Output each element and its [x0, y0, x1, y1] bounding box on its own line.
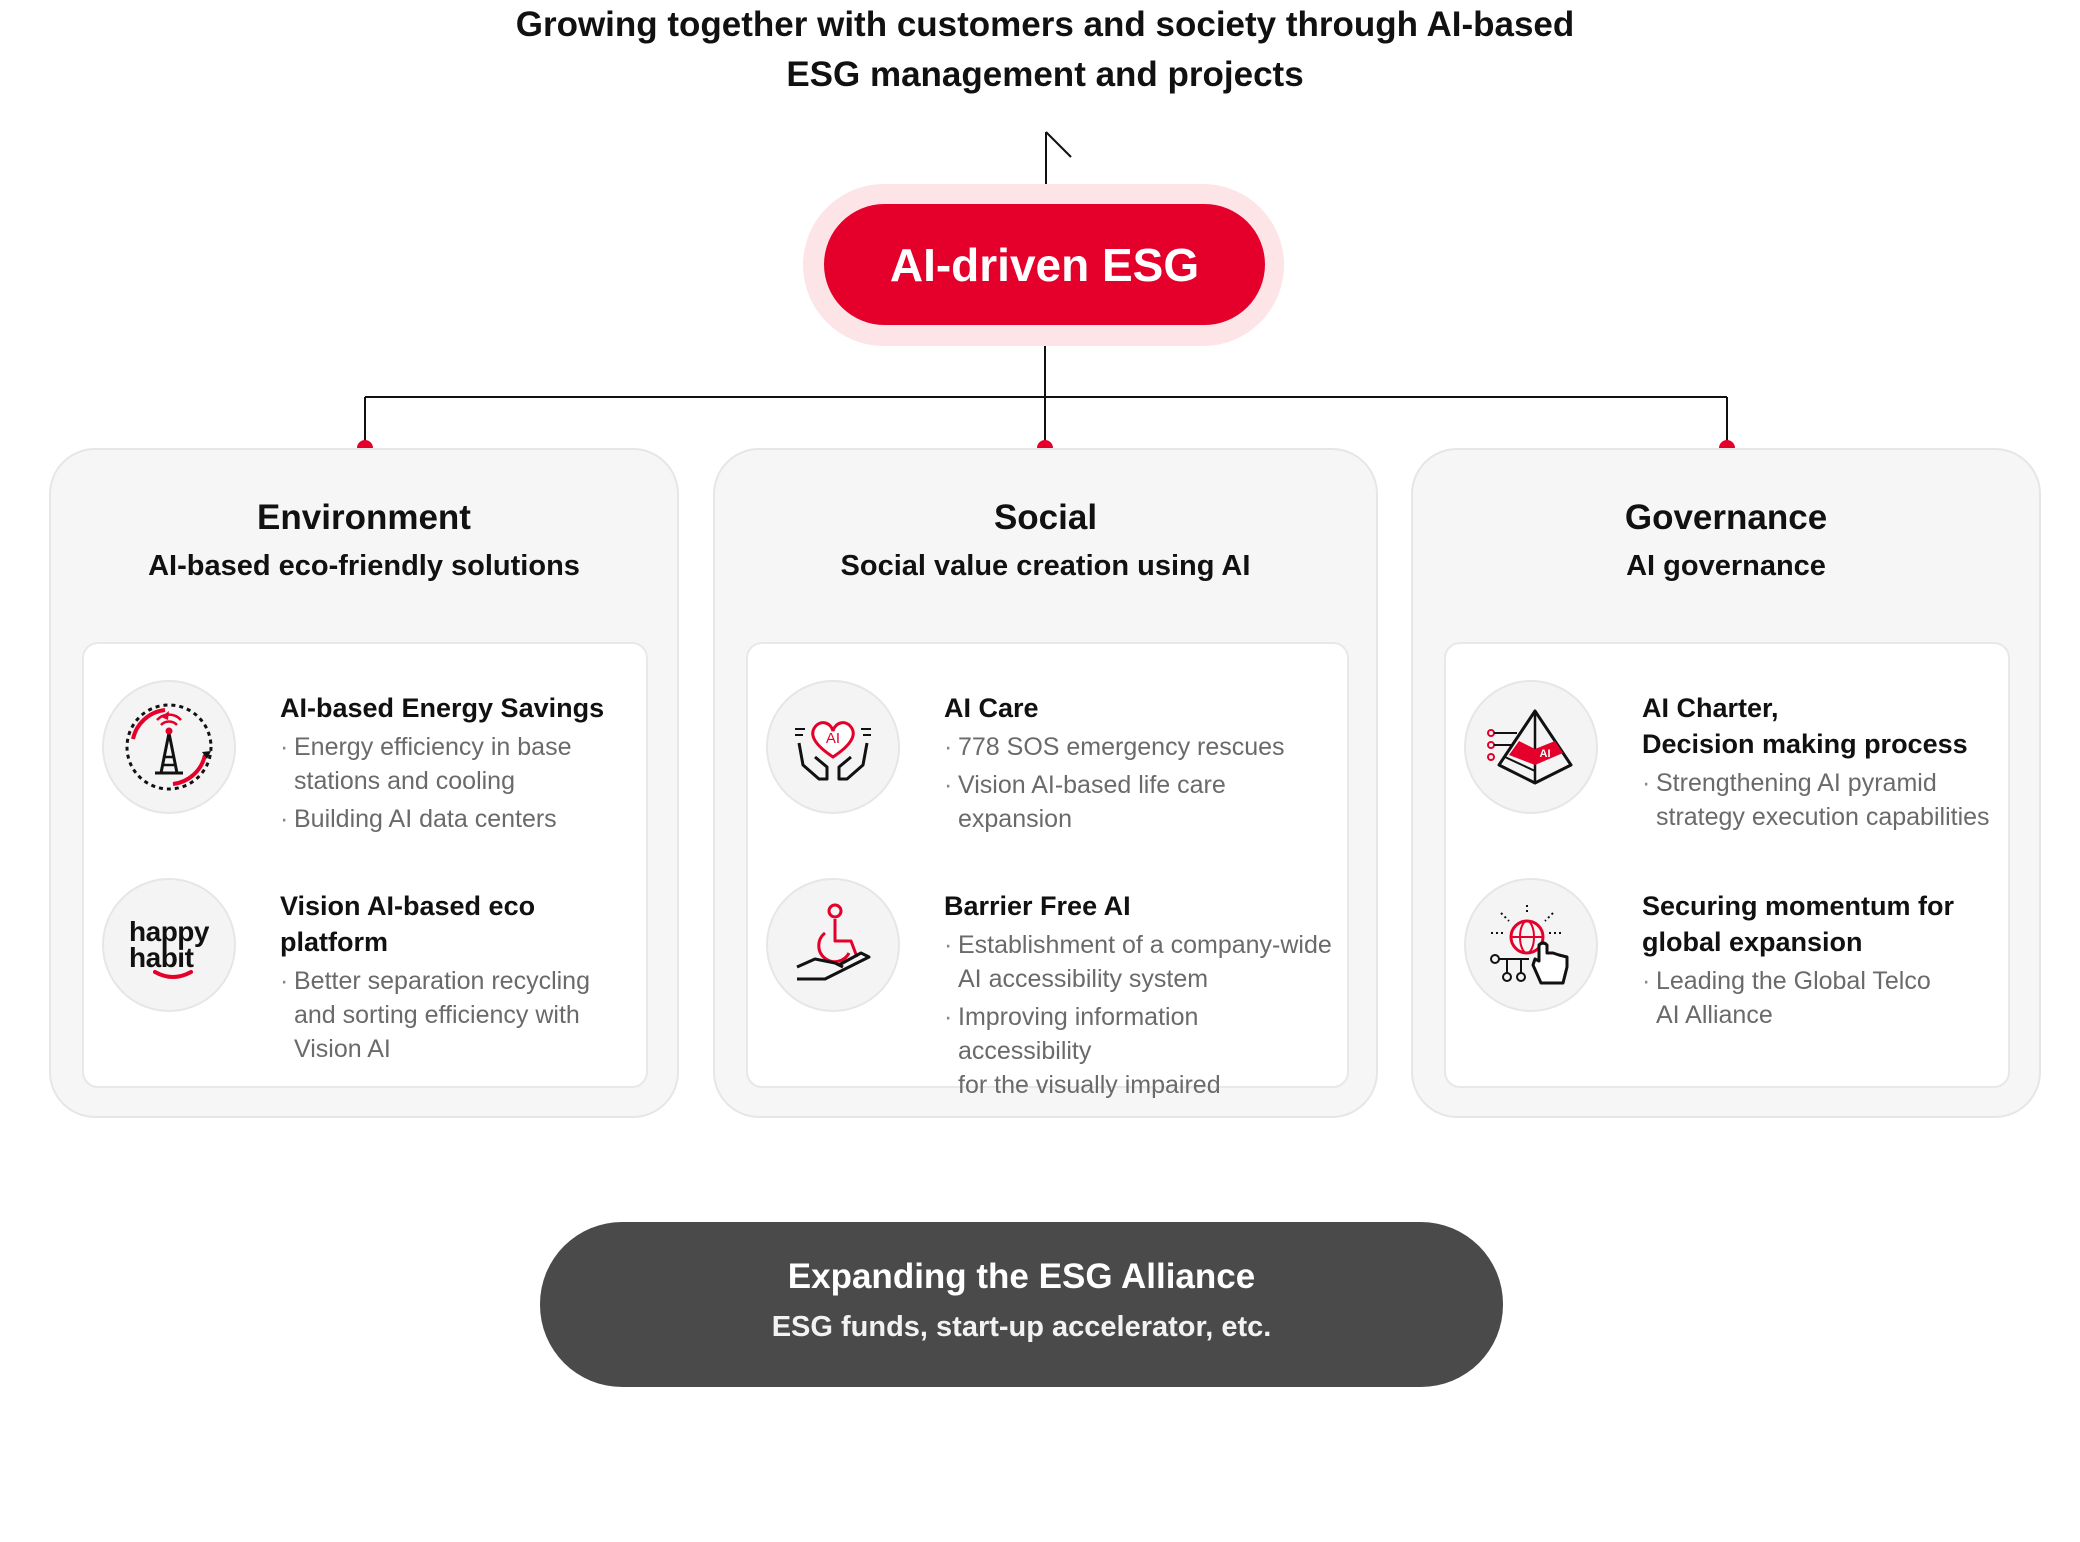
- alliance-title: Expanding the ESG Alliance: [787, 1257, 1256, 1296]
- headline-line-1: Growing together with customers and soci…: [515, 5, 1575, 44]
- ai-pyramid-icon: AI: [1487, 709, 1573, 785]
- bullet-line: Vision AI-based life care expansion: [958, 771, 1226, 833]
- happy-habit-logo: happy habit: [129, 916, 209, 979]
- logo-swoosh-icon: [153, 970, 194, 979]
- initiative-bullet: Establishment of a company-wide AI acces…: [944, 928, 1335, 996]
- initiative-title-line: Securing momentum for: [1642, 891, 1955, 921]
- initiative-text: AI Care 778 SOS emergency rescues Vision…: [944, 690, 1335, 836]
- initiative-text: Vision AI-based eco platform Better sepa…: [280, 888, 634, 1066]
- bullet-line: and sorting efficiency with: [294, 1001, 580, 1029]
- bullet-line: 778 SOS emergency rescues: [958, 733, 1285, 761]
- pillar-governance: Governance AI governance AI: [1411, 448, 2041, 1118]
- icon-circle: [766, 878, 900, 1012]
- initiative-bullet: Improving information accessibility for …: [944, 1000, 1335, 1102]
- initiative-text: AI-based Energy Savings Energy efficienc…: [280, 690, 634, 836]
- initiative-bullet: Vision AI-based life care expansion: [944, 768, 1335, 836]
- initiative-card: AI AI Charter, Decision making process S…: [1444, 642, 2010, 1088]
- initiative-eco-platform: happy habit Vision AI-based eco platform…: [102, 878, 634, 1078]
- initiative-title-line: Decision making process: [1642, 729, 1968, 759]
- alliance-subtitle: ESG funds, start-up accelerator, etc.: [771, 1311, 1272, 1343]
- pillar-subtitle: Social value creation using AI: [840, 550, 1251, 582]
- initiative-title-line: platform: [280, 927, 388, 957]
- bullet-line: Leading the Global Telco: [1656, 967, 1931, 995]
- initiative-text: AI Charter, Decision making process Stre…: [1642, 690, 1996, 834]
- icon-label: AI: [1540, 748, 1551, 760]
- initiative-title: Securing momentum for global expansion: [1642, 888, 1996, 960]
- initiative-title-line: AI-based Energy Savings: [280, 693, 605, 723]
- bullet-line: Vision AI: [294, 1035, 391, 1063]
- initiative-card: AI-based Energy Savings Energy efficienc…: [82, 642, 648, 1088]
- icon-label: AI: [826, 730, 840, 747]
- bullet-line: Better separation recycling: [294, 967, 590, 995]
- icon-circle: [102, 680, 236, 814]
- alliance-pill: Expanding the ESG Alliance ESG funds, st…: [540, 1222, 1503, 1387]
- icon-circle: happy habit: [102, 878, 236, 1012]
- icon-circle: AI: [1464, 680, 1598, 814]
- bullet-line: Energy efficiency in base: [294, 733, 572, 761]
- initiative-global-expansion: Securing momentum for global expansion L…: [1464, 878, 1996, 1078]
- icon-circle: AI: [766, 680, 900, 814]
- bullet-line: AI accessibility system: [958, 965, 1209, 993]
- initiative-title: AI-based Energy Savings: [280, 690, 634, 726]
- pillar-subtitle: AI-based eco-friendly solutions: [148, 550, 580, 582]
- logo-line: habit: [129, 942, 194, 973]
- pillar-environment: Environment AI-based eco-friendly soluti…: [49, 448, 679, 1118]
- core-label: AI-driven ESG: [889, 238, 1200, 291]
- initiative-title: Vision AI-based eco platform: [280, 888, 634, 960]
- icon-circle: [1464, 878, 1598, 1012]
- pillar-subtitle: AI governance: [1626, 550, 1826, 582]
- global-network-hand-icon: [1490, 905, 1569, 985]
- pillar-title: Governance: [1624, 498, 1828, 537]
- core-pill: AI-driven ESG: [824, 204, 1265, 325]
- bullet-line: Improving information accessibility: [958, 1003, 1199, 1065]
- bullet-line: AI Alliance: [1656, 1001, 1773, 1029]
- headline: Growing together with customers and soci…: [340, 0, 1750, 100]
- telecom-tower-energy-icon: [125, 703, 213, 791]
- initiative-title: AI Care: [944, 690, 1335, 726]
- initiative-barrier-free: Barrier Free AI Establishment of a compa…: [766, 878, 1335, 1099]
- bullet-line: Strengthening AI pyramid: [1656, 769, 1937, 797]
- initiative-bullet: Strengthening AI pyramid strategy execut…: [1642, 766, 1996, 834]
- initiative-title: Barrier Free AI: [944, 888, 1335, 924]
- bullet-line: for the visually impaired: [958, 1071, 1221, 1099]
- initiative-text: Barrier Free AI Establishment of a compa…: [944, 888, 1335, 1102]
- initiative-bullet: Energy efficiency in base stations and c…: [280, 730, 634, 798]
- initiative-bullet: Building AI data centers: [280, 802, 634, 836]
- initiative-ai-care: AI AI Care 778 SOS emergency rescues: [766, 680, 1335, 860]
- initiative-bullet: Better separation recycling and sorting …: [280, 964, 634, 1066]
- pillar-title: Environment: [257, 498, 471, 537]
- barrier-free-accessibility-icon: [796, 903, 871, 981]
- initiative-ai-charter: AI AI Charter, Decision making process S…: [1464, 680, 1996, 860]
- bullet-line: Building AI data centers: [294, 805, 557, 833]
- initiative-bullet: 778 SOS emergency rescues: [944, 730, 1335, 764]
- ai-care-hands-heart-icon: AI: [795, 721, 871, 781]
- bullet-line: Establishment of a company-wide: [958, 931, 1332, 959]
- initiative-title: AI Charter, Decision making process: [1642, 690, 1996, 762]
- initiative-bullet: Leading the Global Telco AI Alliance: [1642, 964, 1996, 1032]
- initiative-title-line: AI Charter,: [1642, 693, 1779, 723]
- bullet-line: strategy execution capabilities: [1656, 803, 1990, 831]
- initiative-title-line: AI Care: [944, 693, 1039, 723]
- pillar-title: Social: [993, 498, 1098, 537]
- pillar-social: Social Social value creation using AI AI…: [713, 448, 1378, 1118]
- initiative-title-line: Barrier Free AI: [944, 891, 1131, 921]
- initiative-card: AI AI Care 778 SOS emergency rescues: [746, 642, 1349, 1099]
- logo-line: happy: [129, 916, 209, 947]
- arrow-head: [1045, 131, 1072, 158]
- headline-line-2: ESG management and projects: [786, 55, 1304, 94]
- bullet-line: stations and cooling: [294, 767, 515, 795]
- initiative-text: Securing momentum for global expansion L…: [1642, 888, 1996, 1032]
- initiative-energy-savings: AI-based Energy Savings Energy efficienc…: [102, 680, 634, 860]
- initiative-title-line: global expansion: [1642, 927, 1863, 957]
- initiative-title-line: Vision AI-based eco: [280, 891, 536, 921]
